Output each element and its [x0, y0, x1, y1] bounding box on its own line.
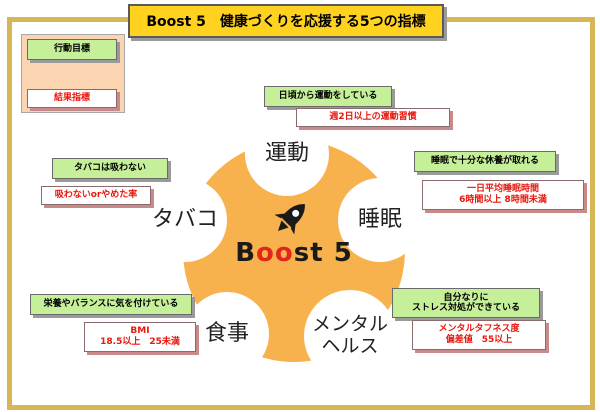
- legend-result-label: 結果指標: [27, 89, 117, 108]
- sleep-result: 一日平均睡眠時間 6時間以上 8時間未満: [422, 180, 584, 210]
- diet-goal: 栄養やバランスに気を付けている: [30, 294, 192, 315]
- legend-goal-label: 行動目標: [27, 39, 117, 60]
- diet-result-line2: 18.5以上 25未満: [100, 337, 180, 347]
- diet-result-line1: BMI: [130, 325, 150, 336]
- tobacco-result: 吸わないorやめた率: [41, 186, 151, 205]
- sleep-label: 睡眠: [357, 207, 402, 233]
- exercise-label: 運動: [264, 141, 309, 167]
- tobacco-circle: タバコ: [143, 178, 227, 262]
- mental-result-line2: 偏差値 55以上: [445, 335, 513, 345]
- mental-result-line1: メンタルタフネス度: [438, 323, 520, 334]
- sleep-result-line1: 一日平均睡眠時間: [466, 183, 539, 194]
- mental-goal-line2: ストレス対処ができている: [411, 303, 520, 313]
- diet-circle: 食事: [185, 292, 269, 376]
- diet-label: 食事: [204, 321, 249, 347]
- tobacco-label: タバコ: [151, 207, 218, 233]
- diet-result: BMI 18.5以上 25未満: [84, 322, 196, 352]
- mental-health-circle: メンタル ヘルス: [304, 290, 396, 382]
- tobacco-goal: タバコは吸わない: [52, 158, 168, 179]
- mental-goal: 自分なりに ストレス対処ができている: [392, 288, 540, 318]
- sleep-circle: 睡眠: [338, 178, 422, 262]
- page-title: Boost 5 健康づくりを応援する5つの指標: [128, 4, 444, 38]
- sleep-result-line2: 6時間以上 8時間未満: [459, 195, 547, 205]
- mental-result: メンタルタフネス度 偏差値 55以上: [412, 320, 546, 350]
- sleep-goal: 睡眠で十分な休養が取れる: [414, 151, 556, 172]
- mental-goal-line1: 自分なりに: [443, 292, 489, 303]
- brand-highlight: oo: [256, 238, 294, 268]
- mental-health-label-line2: ヘルス: [321, 335, 379, 357]
- exercise-result: 週2日以上の運動習慣: [296, 108, 450, 127]
- center-brand-label: Boost 5: [224, 238, 364, 268]
- mental-health-label-line1: メンタル: [311, 313, 388, 336]
- brand-suffix: st 5: [293, 238, 353, 268]
- exercise-goal: 日頃から運動をしている: [264, 86, 392, 107]
- brand-prefix: B: [235, 238, 257, 268]
- rocket-icon: [274, 204, 305, 235]
